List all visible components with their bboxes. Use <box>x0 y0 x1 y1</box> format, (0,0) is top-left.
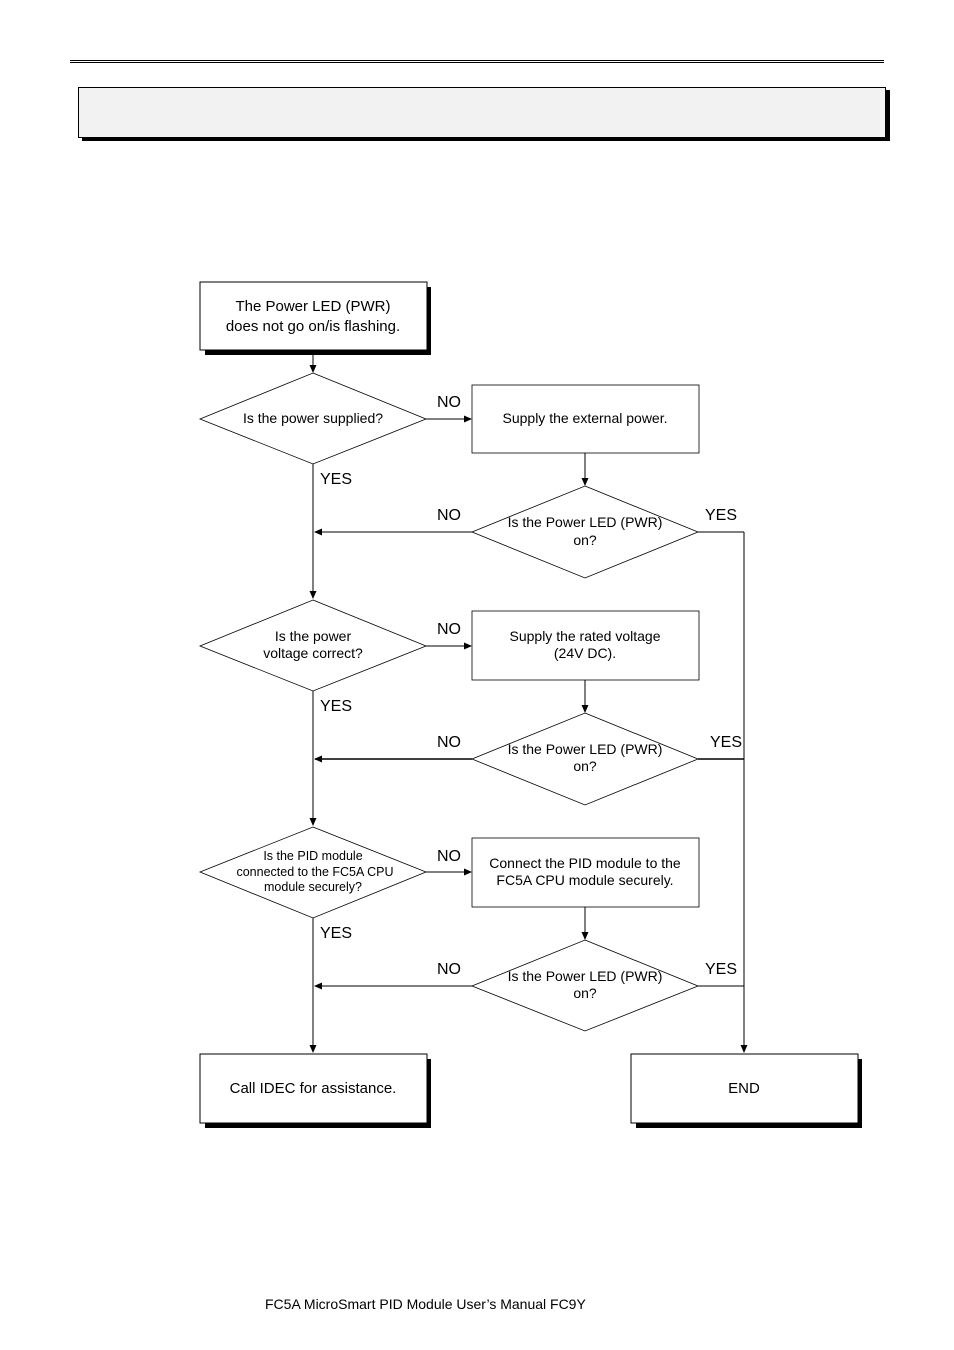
decision-led-check-1: Is the Power LED (PWR) on? <box>470 485 700 579</box>
label-no-q2: NO <box>437 621 461 638</box>
label-no-led1: NO <box>437 507 461 524</box>
start-line1: The Power LED (PWR) <box>235 298 390 315</box>
decision-led-check-3: Is the Power LED (PWR) on? <box>470 939 700 1032</box>
section-header-box <box>78 87 886 138</box>
q2-line1: Is the power <box>275 628 352 644</box>
act2-line1: Supply the rated voltage <box>510 628 661 644</box>
led3-line1: Is the Power LED (PWR) <box>508 968 663 984</box>
act3-line1: Connect the PID module to the <box>489 855 681 871</box>
top-rule <box>70 60 884 63</box>
branch-labels: YES YES YES NO NO NO NO NO NO YES YES YE… <box>320 394 742 978</box>
connectors <box>309 350 748 1053</box>
decision-power-supplied: Is the power supplied? <box>198 372 428 465</box>
decision-voltage-correct: Is the power voltage correct? <box>198 599 428 692</box>
label-yes-led3: YES <box>705 961 737 978</box>
label-yes-q2: YES <box>320 698 352 715</box>
start-box: The Power LED (PWR) does not go on/is fl… <box>199 281 431 355</box>
label-no-led2: NO <box>437 734 461 751</box>
q2-line2: voltage correct? <box>263 645 363 661</box>
led3-line2: on? <box>573 985 597 1001</box>
led1-line2: on? <box>573 532 597 548</box>
terminal-call-idec: Call IDEC for assistance. <box>199 1053 431 1128</box>
start-line2: does not go on/is flashing. <box>226 318 400 335</box>
q3-line2: connected to the FC5A CPU <box>236 865 393 879</box>
action-rated-voltage: Supply the rated voltage (24V DC). <box>471 610 700 681</box>
led2-line2: on? <box>573 758 597 774</box>
terminal-end: END <box>630 1053 862 1128</box>
label-no-q3: NO <box>437 848 461 865</box>
act3-line2: FC5A CPU module securely. <box>496 872 673 888</box>
q3-line3: module securely? <box>264 880 362 894</box>
action-connect-pid: Connect the PID module to the FC5A CPU m… <box>471 837 700 908</box>
decision-led-check-2: Is the Power LED (PWR) on? <box>470 712 700 806</box>
label-yes-led1: YES <box>705 507 737 524</box>
label-no-q1: NO <box>437 394 461 411</box>
label-no-led3: NO <box>437 961 461 978</box>
action-supply-power: Supply the external power. <box>471 384 700 454</box>
q1-text: Is the power supplied? <box>243 410 383 426</box>
label-yes-q1: YES <box>320 471 352 488</box>
label-yes-led2: YES <box>710 734 742 751</box>
decision-pid-connected: Is the PID module connected to the FC5A … <box>198 826 428 919</box>
led2-line1: Is the Power LED (PWR) <box>508 741 663 757</box>
act1-text: Supply the external power. <box>503 410 668 426</box>
end-text: END <box>728 1080 760 1097</box>
call-idec-text: Call IDEC for assistance. <box>230 1080 397 1097</box>
label-yes-q3: YES <box>320 925 352 942</box>
q3-line1: Is the PID module <box>263 849 362 863</box>
led1-line1: Is the Power LED (PWR) <box>508 514 663 530</box>
act2-line2: (24V DC). <box>554 645 616 661</box>
page-footer: FC5A MicroSmart PID Module User’s Manual… <box>265 1296 586 1312</box>
